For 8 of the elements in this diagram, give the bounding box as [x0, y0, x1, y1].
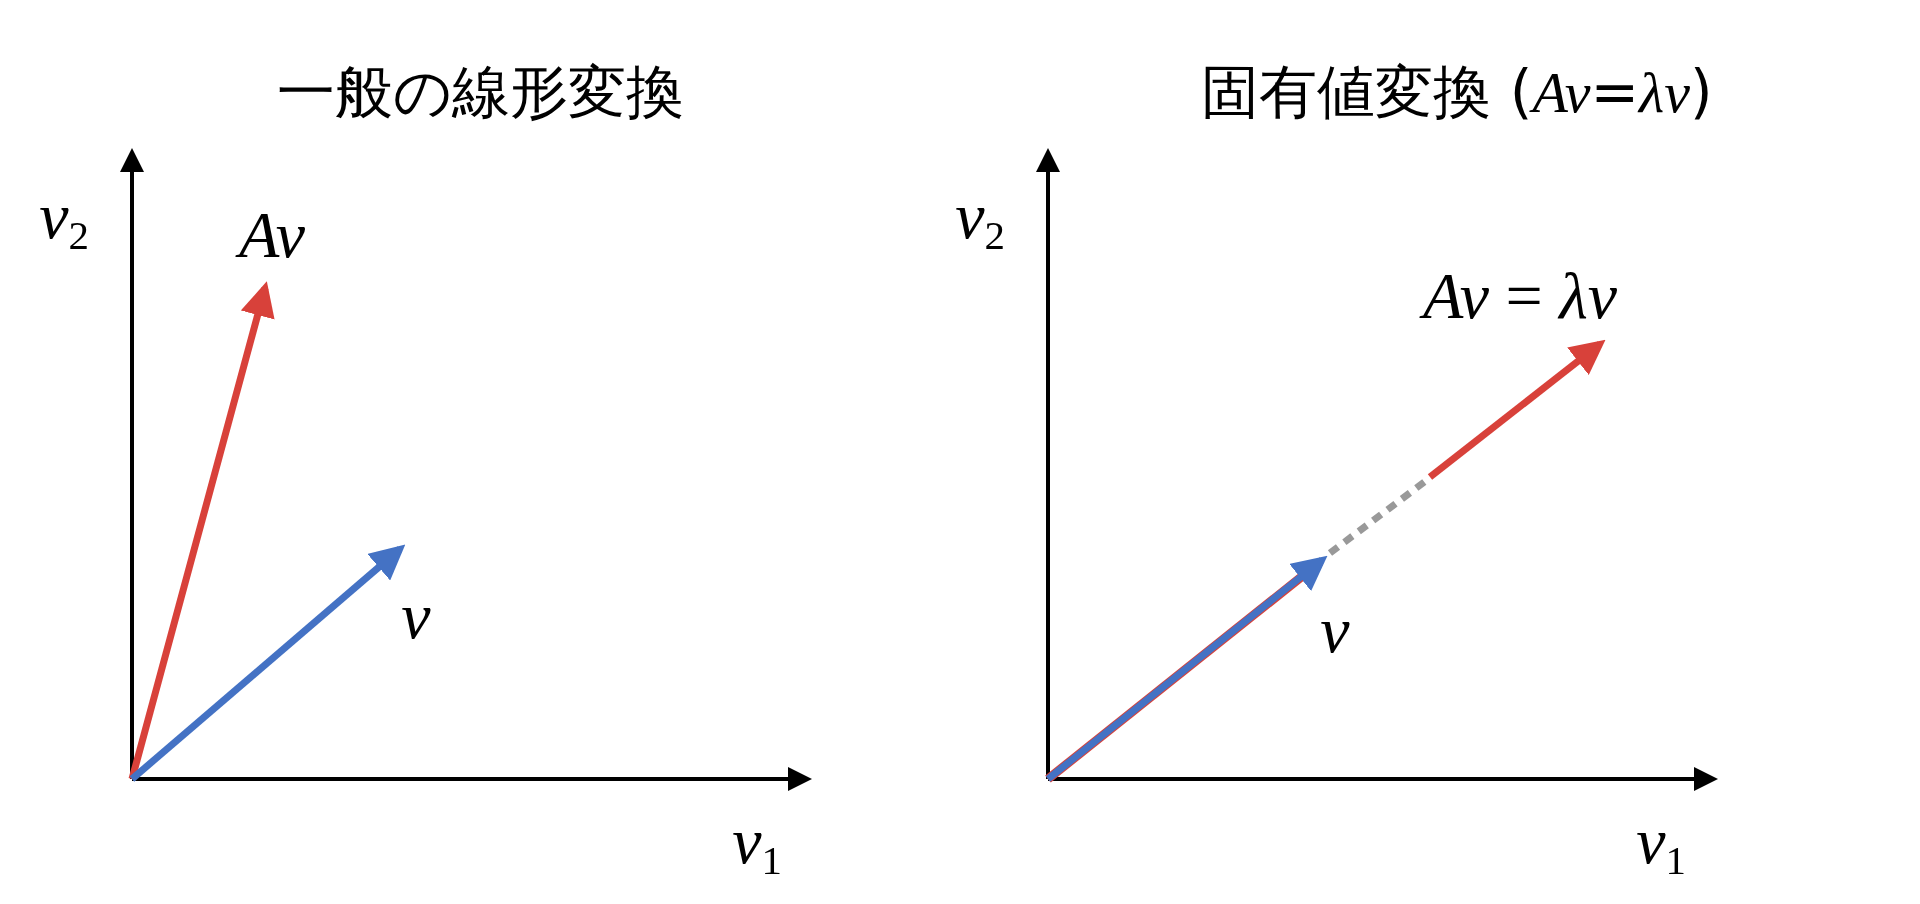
vector-label: v: [1320, 597, 1350, 663]
axis-label: v$_{1}$: [1636, 808, 1686, 882]
vector-label: v: [401, 583, 431, 649]
panel-title: 固有値変換 (Av=λv): [1201, 62, 1713, 122]
panel-title: 一般の線形変換: [276, 63, 684, 121]
axis-label: v$_{2}$: [955, 183, 1005, 257]
axis-label: v$_{1}$: [732, 808, 782, 882]
axis-label: v$_{2}$: [39, 183, 89, 257]
